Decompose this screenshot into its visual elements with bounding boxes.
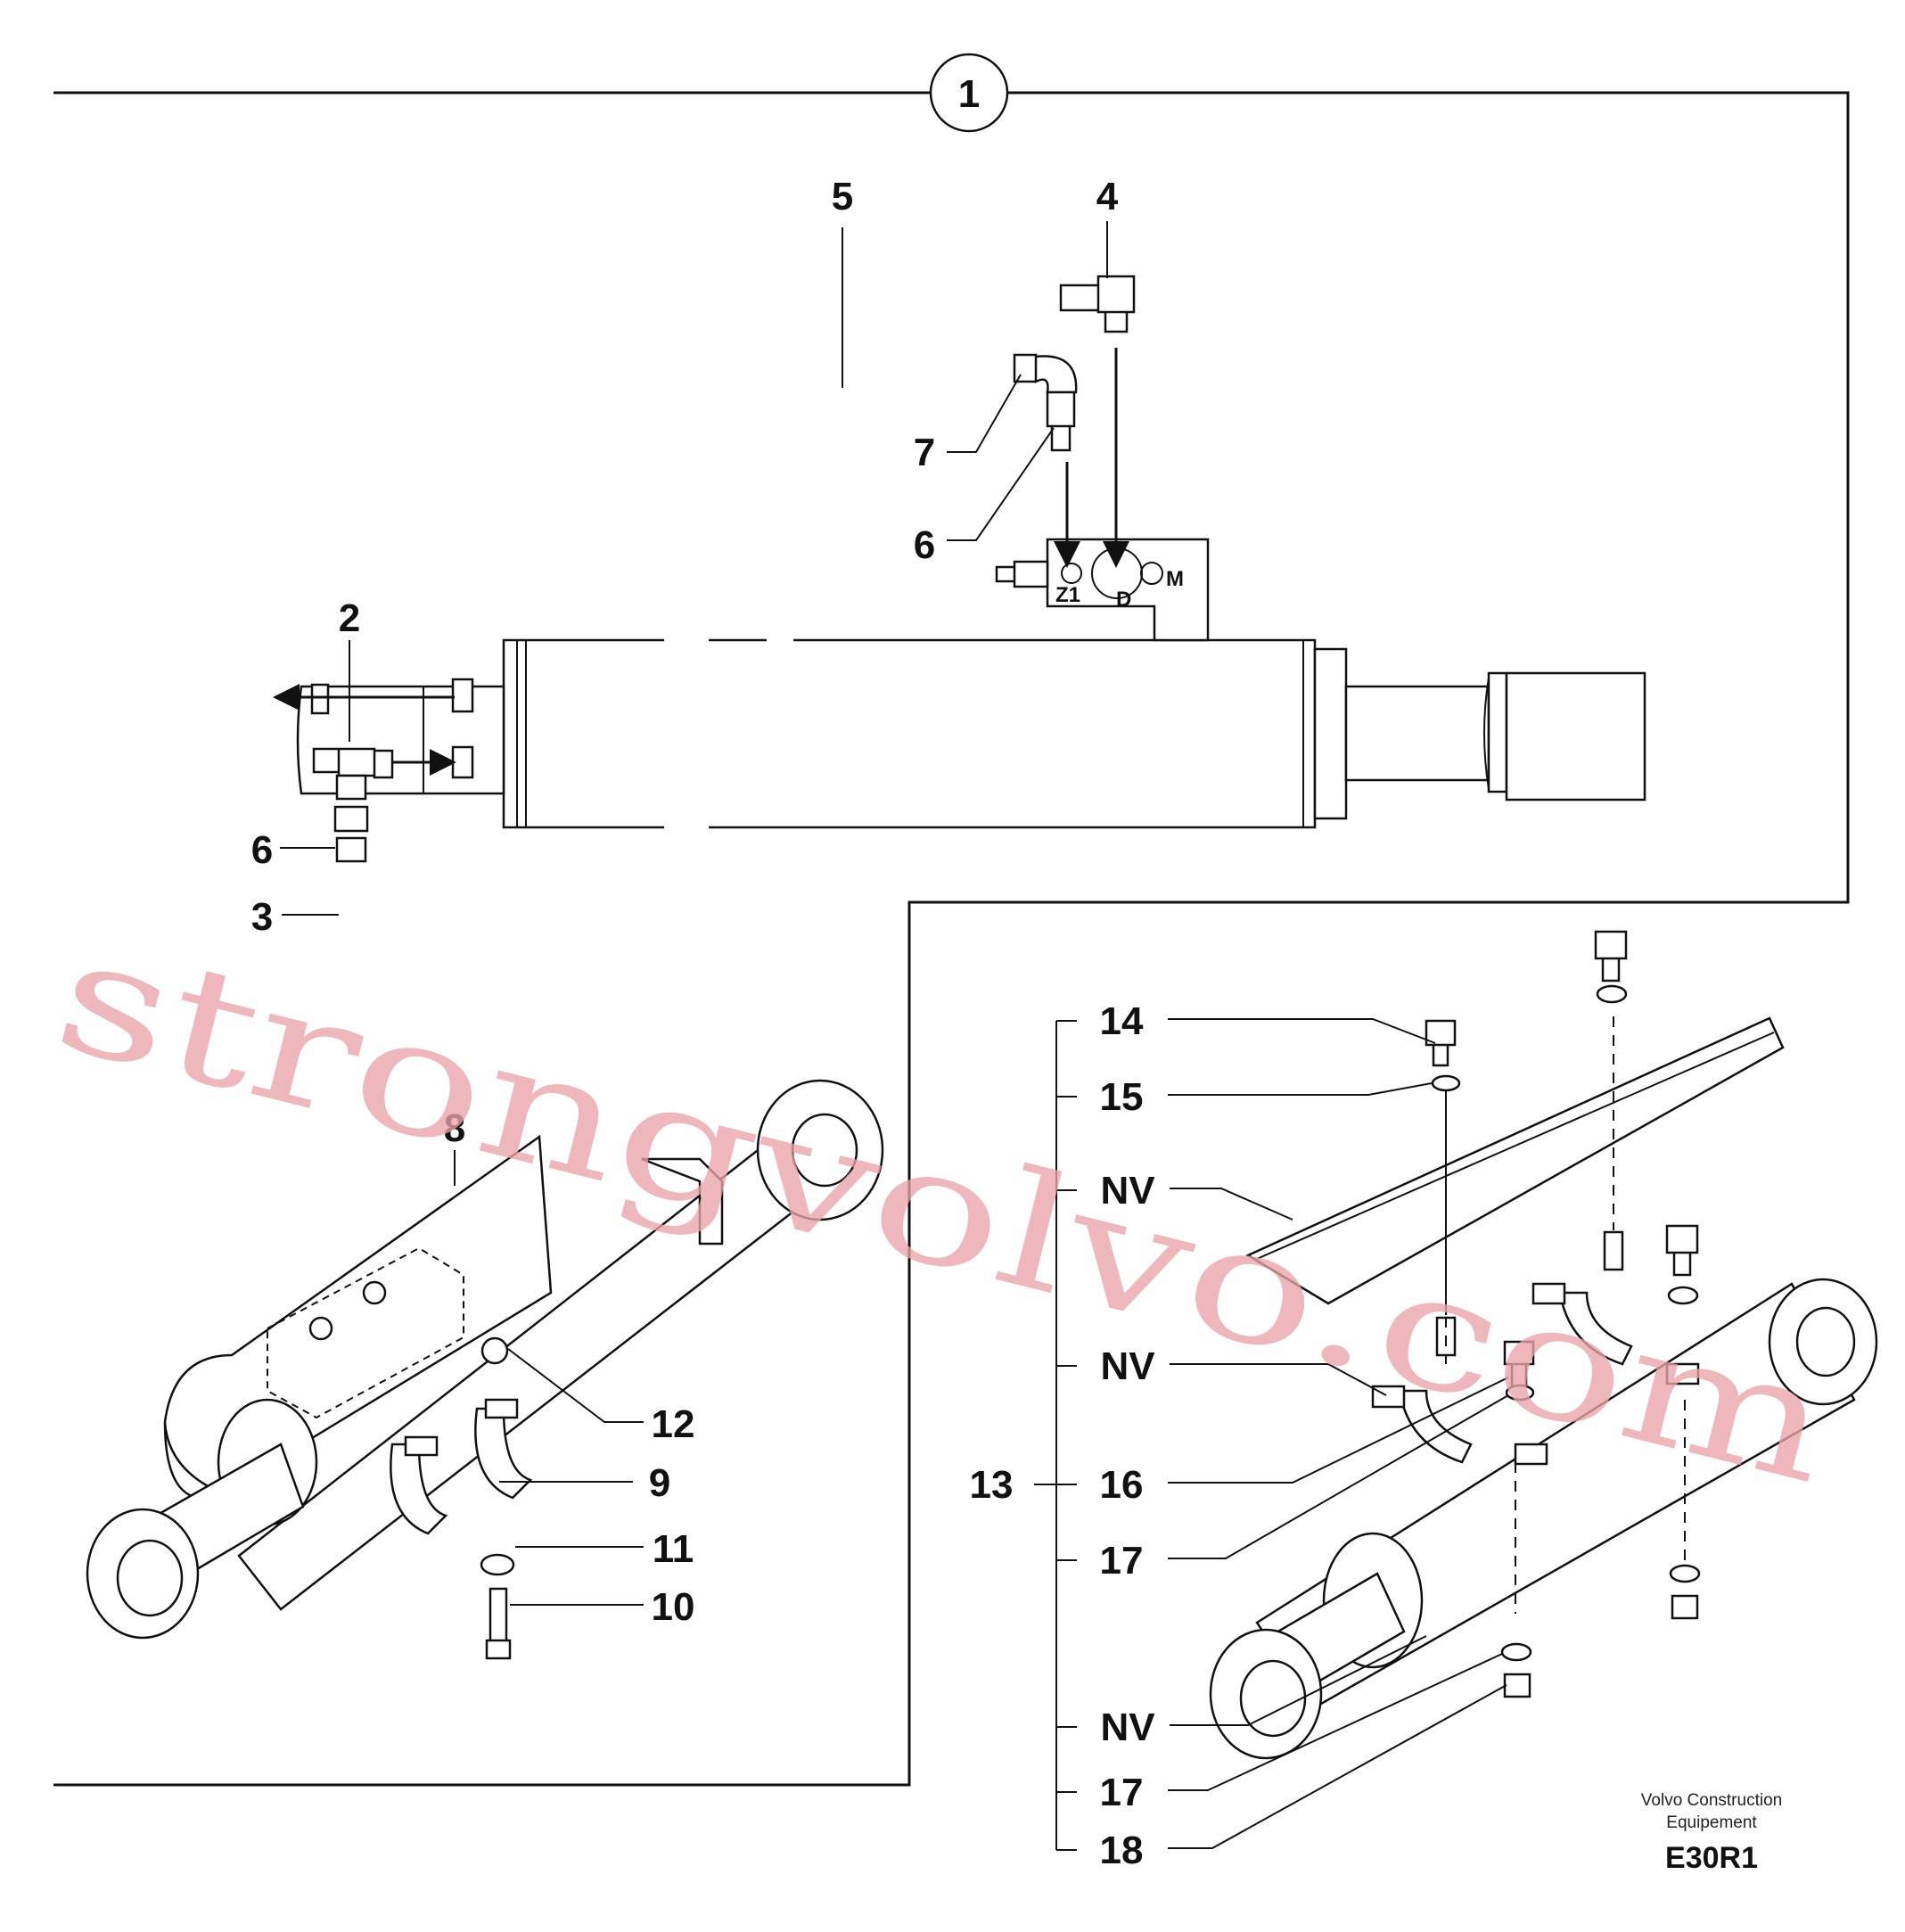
lower-left-callouts: 8 12 9 11 10 bbox=[444, 1106, 695, 1629]
callout-11: 11 bbox=[653, 1527, 694, 1571]
callout-15: 15 bbox=[1100, 1075, 1144, 1119]
brand-line-1: Volvo Construction bbox=[1641, 1791, 1782, 1810]
callout-1: 1 bbox=[958, 72, 980, 116]
callout-6a: 6 bbox=[914, 523, 935, 567]
callout-7: 7 bbox=[914, 431, 935, 474]
callout-12: 12 bbox=[652, 1402, 695, 1446]
callout-2: 2 bbox=[339, 596, 360, 640]
cylinder-with-valve-cover bbox=[86, 1079, 884, 1660]
callout-10: 10 bbox=[652, 1585, 695, 1629]
port-label-d: D bbox=[1116, 588, 1131, 612]
port-label-z1: Z1 bbox=[1055, 583, 1080, 607]
lower-right-callouts: 14 15 NV NV 13 16 17 NV 17 18 bbox=[970, 999, 1509, 1872]
callout-4: 4 bbox=[1096, 175, 1119, 218]
callout-18: 18 bbox=[1100, 1829, 1144, 1872]
callout-16: 16 bbox=[1100, 1463, 1144, 1507]
callout-17a: 17 bbox=[1100, 1539, 1144, 1583]
callout-13: 13 bbox=[970, 1463, 1014, 1507]
callout-14: 14 bbox=[1100, 999, 1144, 1043]
port-label-m: M bbox=[1166, 567, 1184, 591]
callout-6b: 6 bbox=[251, 828, 273, 872]
top-callouts: 5 4 7 6 2 6 3 bbox=[251, 175, 1119, 939]
callout-8: 8 bbox=[444, 1106, 465, 1150]
callout-3: 3 bbox=[251, 895, 273, 939]
hydraulic-cylinder-assembly: Z1 D M bbox=[273, 275, 1646, 863]
callout-nv3: NV bbox=[1100, 1706, 1155, 1749]
diagram-code: E30R1 bbox=[1665, 1841, 1758, 1875]
diagram-frame: 1 bbox=[53, 53, 1850, 1787]
callout-nv1: NV bbox=[1100, 1169, 1155, 1213]
callout-9: 9 bbox=[649, 1461, 670, 1505]
footer: Volvo Construction Equipement E30R1 bbox=[1641, 1791, 1782, 1875]
cylinder-with-clamps-and-guard bbox=[1209, 930, 1878, 1760]
brand-line-2: Equipement bbox=[1666, 1813, 1757, 1832]
callout-nv2: NV bbox=[1100, 1344, 1155, 1388]
callout-5: 5 bbox=[832, 175, 853, 218]
callout-17b: 17 bbox=[1100, 1771, 1144, 1814]
